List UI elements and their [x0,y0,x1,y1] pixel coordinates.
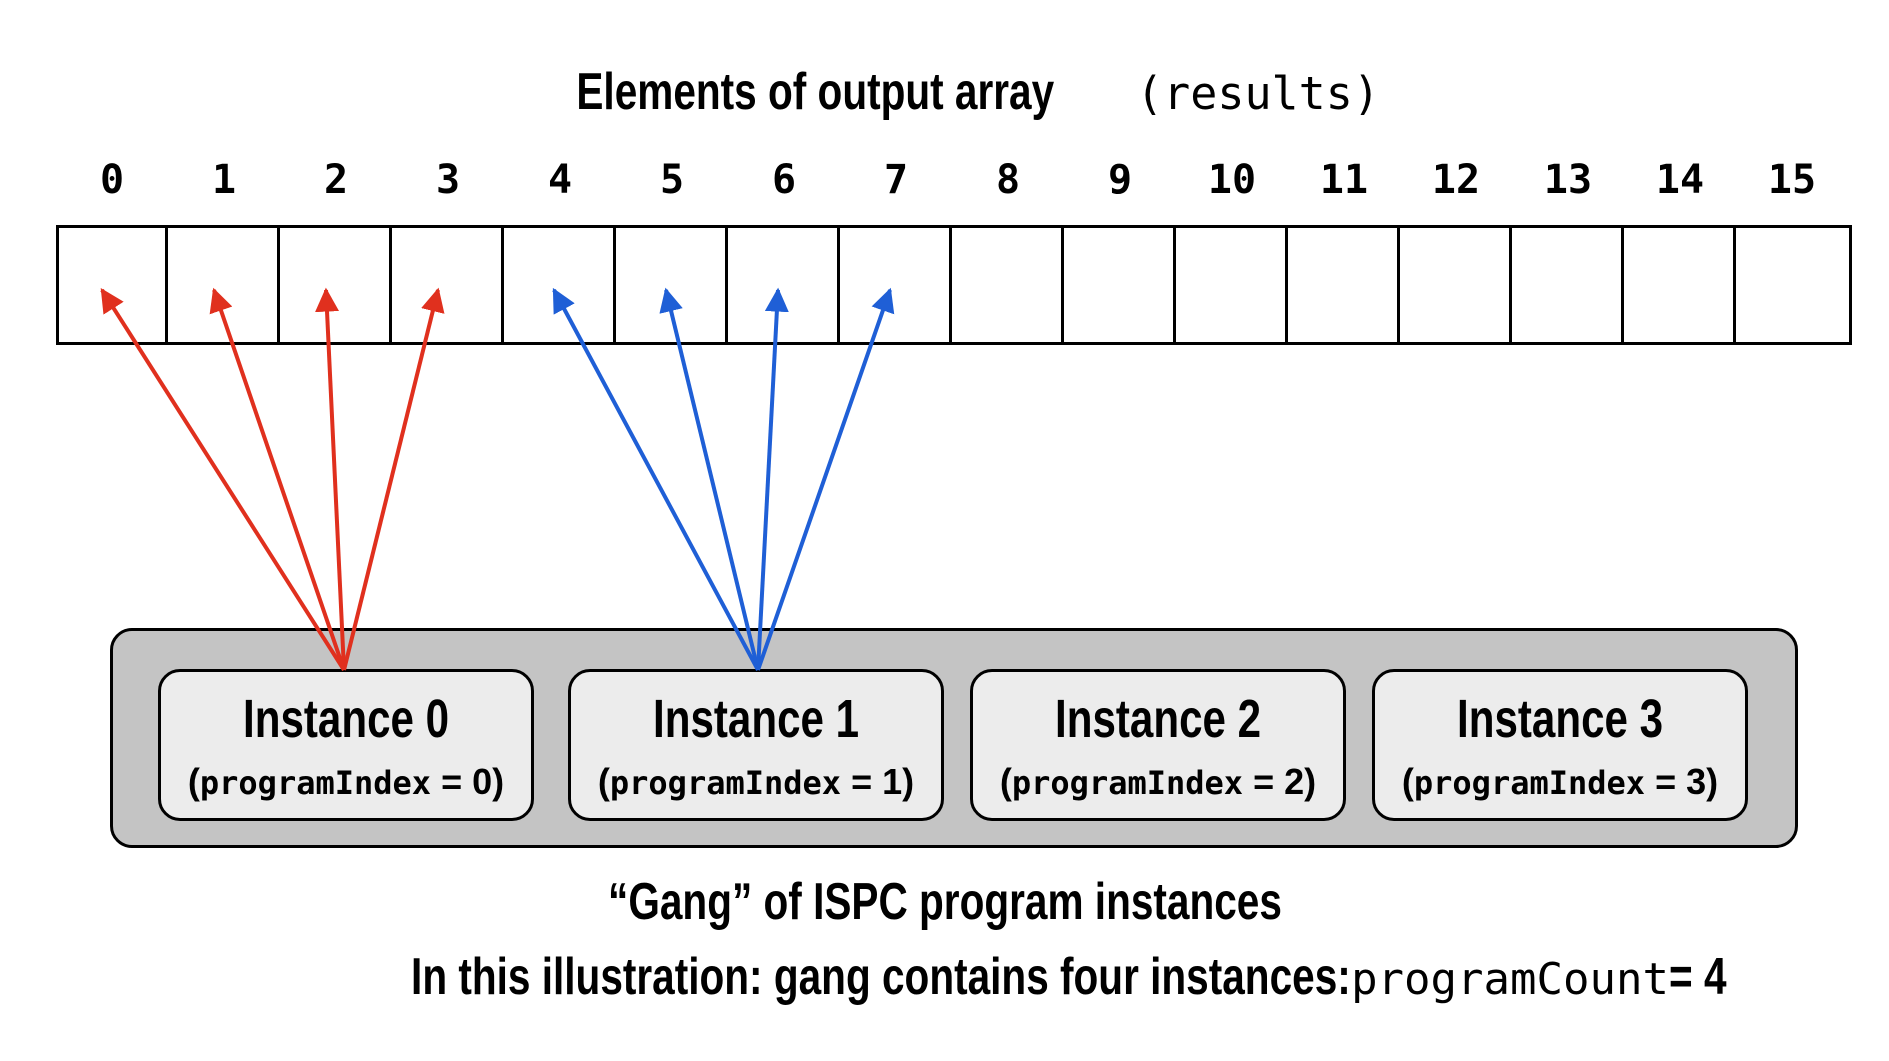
array-index-5: 5 [659,157,685,203]
instance-1-arrows [552,287,895,671]
title-code: (results) [1136,67,1380,120]
array-index-9: 9 [1107,157,1133,203]
instance-1-arrow-to-cell-4 [552,287,760,671]
array-index-1: 1 [211,157,237,203]
gang-container: Instance 0 (programIndex = 0) Instance 1… [110,628,1798,848]
array-index-14: 14 [1655,157,1705,203]
caption-program-count-value: = 4 [1668,948,1727,1006]
array-cell-15 [1736,228,1848,342]
instance-2-box: Instance 2 (programIndex = 2) [970,669,1346,821]
array-index-11: 11 [1319,157,1369,203]
array-index-6: 6 [771,157,797,203]
instance-0-arrow-to-cell-0 [100,287,346,672]
caption-program-count: In this illustration: gang contains four… [0,945,1889,1012]
array-cell-8 [952,228,1064,342]
array-index-7: 7 [883,157,909,203]
array-cell-2 [280,228,392,342]
array-index-15: 15 [1767,157,1817,203]
array-index-13: 13 [1543,157,1593,203]
instance-3-box: Instance 3 (programIndex = 3) [1372,669,1748,821]
diagram-title: Elements of output array (results) [0,60,1889,126]
instance-0-arrow-to-cell-2 [315,287,346,671]
array-index-12: 12 [1431,157,1481,203]
caption-gang: “Gang” of ISPC program instances [0,870,1889,934]
instance-0-arrow-to-cell-1 [209,287,346,671]
instance-0-title: Instance 0 [242,689,450,749]
instance-0-arrow-to-cell-3 [342,287,445,671]
instance-3-title: Instance 3 [1456,689,1664,749]
caption-gang-text: “Gang” of ISPC program instances [607,873,1282,931]
array-cell-1 [168,228,280,342]
array-cell-13 [1512,228,1624,342]
array-index-0: 0 [99,157,125,203]
array-index-10: 10 [1207,157,1257,203]
instance-2-title: Instance 2 [1054,689,1262,749]
title-text: Elements of output array [576,63,1055,121]
caption-program-count-text: In this illustration: gang contains four… [411,948,1352,1006]
array-cell-10 [1176,228,1288,342]
instance-1-arrow-to-cell-7 [756,287,895,671]
instance-1-arrow-to-cell-6 [756,287,789,671]
instance-0-subtitle: (programIndex = 0) [187,761,505,802]
instance-1-box: Instance 1 (programIndex = 1) [568,669,944,821]
array-cell-3 [392,228,504,342]
caption-program-count-code: programCount [1351,954,1669,1005]
array-cell-0 [56,228,168,342]
instance-3-subtitle: (programIndex = 3) [1401,761,1719,802]
instance-2-subtitle: (programIndex = 2) [999,761,1317,802]
array-index-8: 8 [995,157,1021,203]
array-cell-4 [504,228,616,342]
instance-0-box: Instance 0 (programIndex = 0) [158,669,534,821]
instance-1-subtitle: (programIndex = 1) [597,761,915,802]
instance-0-arrows [100,287,445,672]
array-index-3: 3 [435,157,461,203]
array-cell-5 [616,228,728,342]
array-index-4: 4 [547,157,573,203]
array-index-2: 2 [323,157,349,203]
instance-1-title: Instance 1 [652,689,860,749]
instance-1-arrow-to-cell-5 [659,287,760,671]
array-cell-9 [1064,228,1176,342]
array-cell-12 [1400,228,1512,342]
array-cell-14 [1624,228,1736,342]
output-array [56,225,1852,345]
array-cell-6 [728,228,840,342]
array-cell-7 [840,228,952,342]
array-cell-11 [1288,228,1400,342]
